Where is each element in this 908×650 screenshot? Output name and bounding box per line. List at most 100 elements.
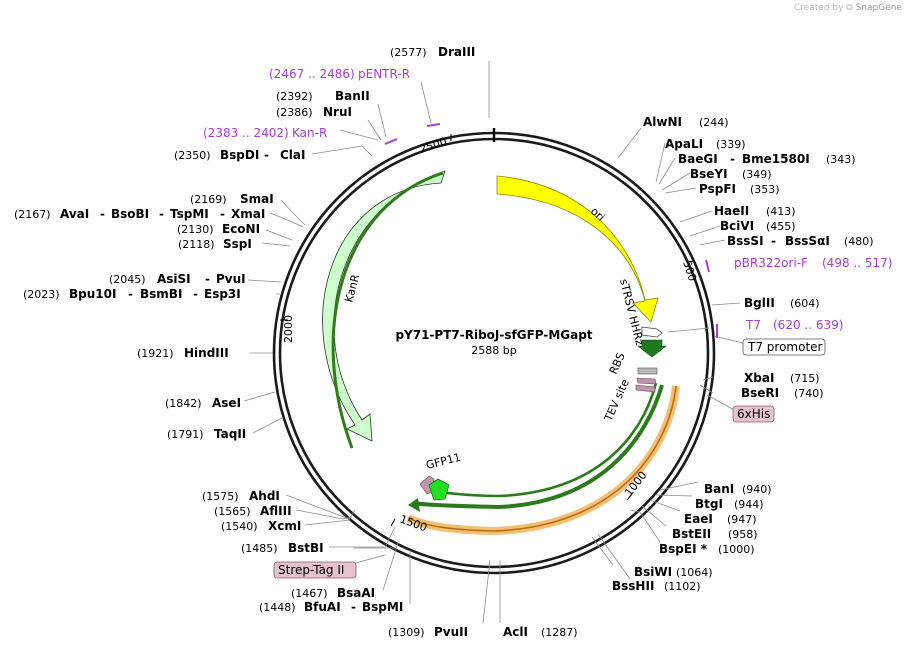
site-pos: (740)	[794, 387, 824, 400]
cds-green-arc	[412, 384, 664, 510]
site-pos: (2169)	[190, 193, 227, 206]
site-name: PvuII	[434, 625, 468, 639]
site-name: BanII	[335, 89, 370, 103]
tick-1500: 1500	[398, 513, 429, 535]
site-pos: (1921)	[137, 347, 174, 360]
site-pos: (1791)	[167, 428, 204, 441]
six-his-box	[732, 405, 775, 423]
primer-pentr-r-name: pENTR-R	[358, 67, 410, 81]
site-pos: (244)	[699, 116, 729, 129]
site-pos: (2350)	[174, 149, 211, 162]
site-name: BaeGI	[678, 152, 718, 166]
site-pos: (958)	[728, 528, 758, 541]
tick-2500: 2500	[418, 135, 449, 156]
site-pos: (2386)	[276, 106, 313, 119]
t7-promoter-label: T7 promoter	[747, 340, 823, 354]
site-pos: (1540)	[221, 520, 258, 533]
cds-orange-arc	[407, 385, 677, 532]
site-labels: (2577) DraIII (2392) BanII (2386) NruI (…	[14, 45, 874, 639]
site-pos: (1000)	[718, 543, 755, 556]
site-pos: (1485)	[241, 542, 278, 555]
site-pos: (2392)	[276, 90, 313, 103]
site-name: HindIII	[184, 346, 229, 360]
site-name: AseI	[212, 396, 241, 410]
site-name: BciVI	[720, 219, 754, 233]
primer-labels: (2467 .. 2486) pENTR-R (2383 .. 2402) Ka…	[203, 67, 892, 332]
site-name: BglII	[744, 296, 775, 310]
site-name: BssHII	[612, 579, 654, 593]
site-sep: -	[351, 600, 356, 614]
site-name: Bme1580I	[742, 152, 810, 166]
site-name: BtgI	[695, 497, 723, 511]
site-name: DraIII	[438, 45, 475, 59]
t7-promoter-arrow	[637, 339, 667, 358]
site-name: BanI	[704, 482, 734, 496]
site-pos: (349)	[742, 168, 772, 181]
site-pos: (947)	[727, 513, 757, 526]
primer-kan-r-range: (2383 .. 2402)	[203, 126, 289, 140]
site-name: BssSαI	[785, 234, 830, 248]
six-his-label: 6xHis	[737, 407, 770, 421]
site-name: BsaAI	[337, 586, 375, 600]
site-name: SspI	[223, 237, 252, 251]
ori-arrow	[496, 175, 659, 323]
kanr-label: KanR	[342, 273, 362, 304]
site-pos: (2130)	[177, 223, 214, 236]
site-name: HaeII	[714, 204, 749, 218]
tick-500: 500	[680, 259, 699, 283]
site-pos: (1467)	[291, 587, 328, 600]
site-pos: (2577)	[390, 46, 427, 59]
site-pos: (339)	[716, 138, 746, 151]
primer-pbr322ori-f-name: pBR322ori-F	[734, 256, 808, 270]
site-pos: (413)	[766, 205, 796, 218]
site-name: Bpu10I	[69, 287, 116, 301]
plasmid-size: 2588 bp	[471, 344, 516, 357]
credit-prefix: Created by	[793, 3, 844, 13]
site-name: AsiSI	[157, 272, 191, 286]
site-name: EcoNI	[222, 222, 260, 236]
kan-r-primer-mark	[384, 138, 398, 145]
primer-pbr322ori-f-range: (498 .. 517)	[822, 256, 892, 270]
features	[322, 123, 718, 536]
t7-promoter-box	[742, 338, 826, 356]
site-sep: -	[220, 207, 225, 221]
site-name: BfuAI	[304, 600, 341, 614]
site-pos: (2023)	[23, 288, 60, 301]
site-pos: (940)	[742, 483, 772, 496]
kanr-cds	[331, 171, 444, 449]
tick-2000: 2000	[282, 315, 295, 343]
kanr-arrow	[322, 170, 446, 442]
leader-lines	[243, 61, 748, 624]
cds-green-arrowhead	[408, 498, 420, 512]
site-name: ClaI	[280, 148, 305, 162]
site-name: PspFI	[699, 182, 736, 196]
site-name: AflIII	[260, 504, 292, 518]
site-pos: (455)	[766, 220, 796, 233]
site-sep: -	[193, 287, 198, 301]
site-name: BspMI	[362, 600, 403, 614]
site-pos: (1565)	[214, 505, 251, 518]
site-name: XcmI	[268, 519, 301, 533]
site-pos: (2045)	[109, 273, 146, 286]
site-name: AclI	[503, 625, 528, 639]
rbs-label: RBS	[607, 351, 628, 376]
credit-brand: SnapGene	[855, 3, 902, 13]
site-sep: -	[128, 287, 133, 301]
strep-tag-box	[273, 561, 357, 579]
site-pos: (1575)	[202, 490, 239, 503]
primer-t7-name: T7	[745, 318, 761, 332]
site-sep: -	[264, 148, 269, 162]
primer-kan-r-name: Kan-R	[292, 126, 327, 140]
site-pos: (480)	[844, 235, 874, 248]
site-pos: (1287)	[541, 626, 578, 639]
site-name: BsiWI	[634, 565, 672, 579]
site-name: AlwNI	[643, 115, 682, 129]
snapgene-credit: Created by ⧉ SnapGene	[794, 3, 902, 13]
gfp11-arrow	[428, 478, 450, 501]
primer-t7-range: (620 .. 639)	[773, 318, 843, 332]
site-pos: (1102)	[664, 580, 701, 593]
site-name: TspMI	[170, 207, 209, 221]
site-pos: (1448)	[259, 601, 296, 614]
site-pos: (604)	[790, 297, 820, 310]
